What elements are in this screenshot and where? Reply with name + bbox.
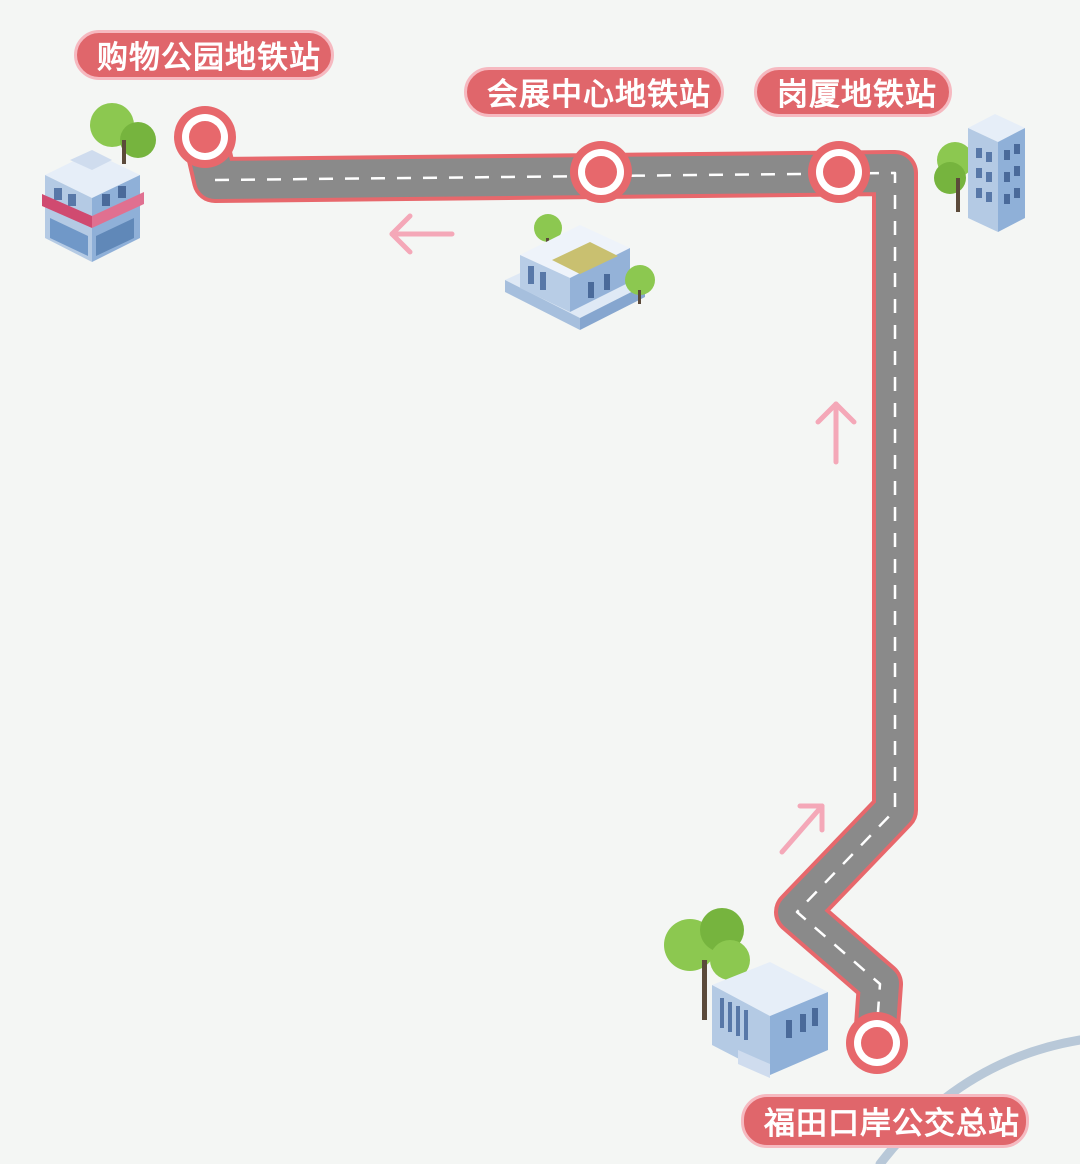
- arrow-left-icon: [389, 213, 455, 255]
- convention-center-icon: [505, 214, 655, 330]
- arrow-up-icon: [815, 401, 857, 465]
- office-tower-icon: [934, 114, 1025, 232]
- arrow-up-right-icon: [779, 803, 825, 855]
- lane-marking: [214, 171, 897, 1041]
- shop-building-icon: [42, 103, 156, 262]
- station-marker-gouwu[interactable]: [174, 106, 236, 168]
- station-marker-futian[interactable]: [846, 1012, 908, 1074]
- station-label-futian[interactable]: 福田口岸公交总站: [741, 1094, 1029, 1148]
- station-label-gangxia[interactable]: 岗厦地铁站: [754, 67, 952, 117]
- route-road: [182, 114, 918, 1063]
- station-label-gouwu[interactable]: 购物公园地铁站: [74, 30, 334, 80]
- bus-terminal-building-icon: [664, 908, 828, 1078]
- station-label-huizhan[interactable]: 会展中心地铁站: [464, 67, 724, 117]
- station-marker-huizhan[interactable]: [570, 141, 632, 203]
- station-marker-gangxia[interactable]: [808, 141, 870, 203]
